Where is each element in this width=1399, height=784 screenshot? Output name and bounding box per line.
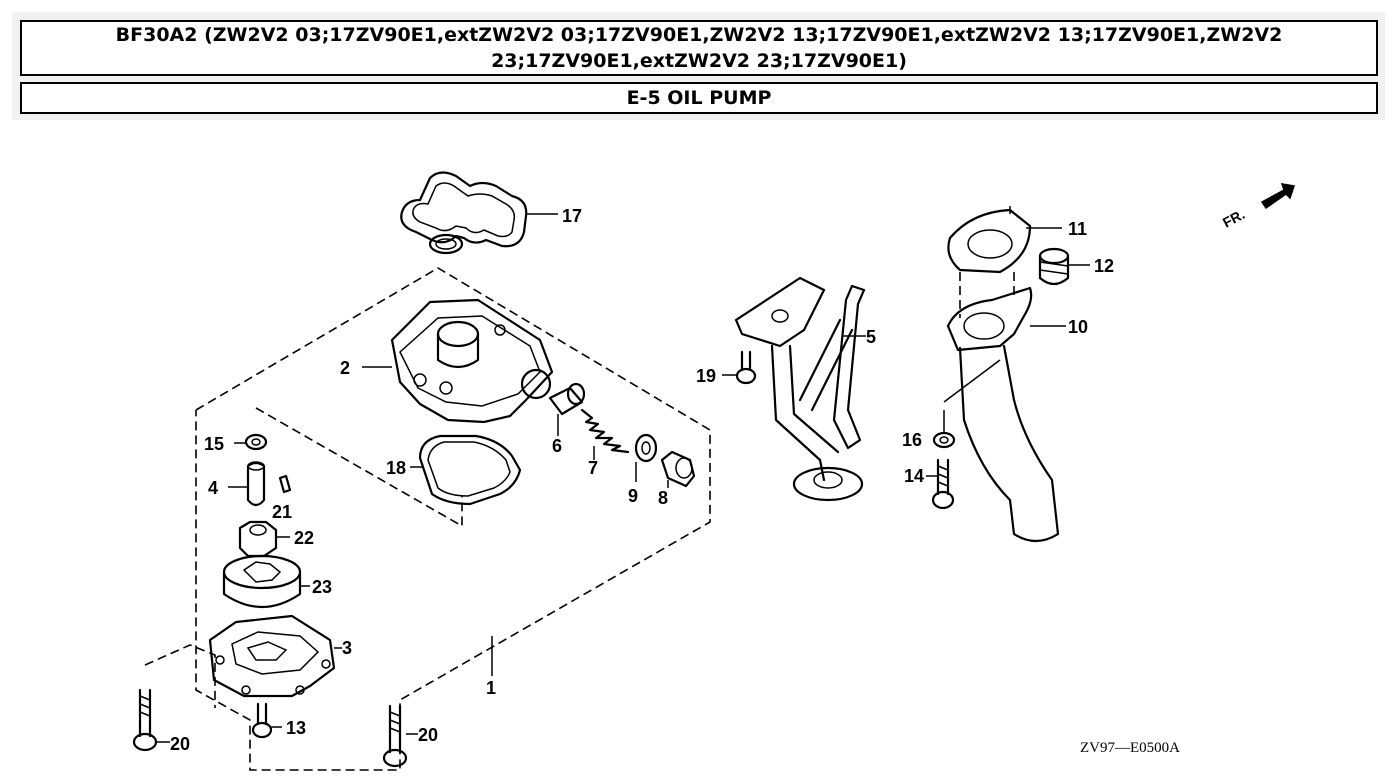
part-2-pump-body <box>362 298 554 424</box>
callout-4: 4 <box>208 478 218 498</box>
callout-20-left: 20 <box>170 734 190 754</box>
part-22-inner-rotor <box>238 520 290 558</box>
part-19-bolt <box>722 350 757 385</box>
section-title-text: E-5 OIL PUMP <box>626 87 772 109</box>
callout-7: 7 <box>588 458 598 478</box>
callout-17: 17 <box>562 206 582 226</box>
part-8-plug <box>660 450 696 488</box>
callout-13: 13 <box>286 718 306 738</box>
part-7-spring <box>580 408 630 460</box>
model-title: BF30A2 (ZW2V2 03;17ZV90E1,extZW2V2 03;17… <box>20 20 1378 76</box>
part-20-bolt-right <box>382 704 418 768</box>
callout-6: 6 <box>552 436 562 456</box>
part-4-shaft <box>228 461 266 507</box>
part-14-bolt <box>926 458 955 510</box>
callout-3: 3 <box>342 638 352 658</box>
callout-21: 21 <box>272 502 292 522</box>
callout-9: 9 <box>628 486 638 506</box>
part-23-outer-rotor <box>222 554 310 609</box>
part-20-bolt-left <box>132 688 170 752</box>
callout-11: 11 <box>1068 219 1087 239</box>
callout-20-right: 20 <box>418 725 438 745</box>
direction-label: FR. <box>1220 206 1247 231</box>
part-6-sleeve <box>548 382 586 436</box>
part-21-pin <box>278 474 292 494</box>
callout-1: 1 <box>486 678 496 698</box>
part-13-bolt <box>251 702 282 739</box>
callout-14: 14 <box>904 466 924 486</box>
part-12-spring <box>1038 247 1090 286</box>
callout-16: 16 <box>902 430 922 450</box>
part-16-washer <box>932 410 956 449</box>
model-title-text: BF30A2 (ZW2V2 03;17ZV90E1,extZW2V2 03;17… <box>115 24 1283 72</box>
callout-19: 19 <box>696 366 716 386</box>
callout-5: 5 <box>866 327 876 347</box>
part-9-washer <box>634 433 658 482</box>
callout-15: 15 <box>204 434 224 454</box>
part-18-gasket <box>410 434 522 506</box>
part-17-gasket <box>400 171 558 255</box>
assembly-boundary <box>144 267 711 771</box>
part-15-washer <box>234 433 268 451</box>
front-direction-arrow-icon: FR. <box>1220 183 1295 231</box>
part-5-strainer <box>734 276 866 502</box>
callout-2: 2 <box>340 358 350 378</box>
section-title: E-5 OIL PUMP <box>20 82 1378 114</box>
callout-22: 22 <box>294 528 314 548</box>
callout-8: 8 <box>658 488 668 508</box>
part-3-pump-cover <box>208 614 342 698</box>
part-11-gasket <box>947 206 1062 274</box>
callout-10: 10 <box>1068 317 1088 337</box>
part-10-pipe <box>943 272 1066 543</box>
callout-18: 18 <box>386 458 406 478</box>
drawing-code: ZV97—E0500A <box>1080 740 1180 756</box>
callout-23: 23 <box>312 577 332 597</box>
callout-12: 12 <box>1094 256 1114 276</box>
